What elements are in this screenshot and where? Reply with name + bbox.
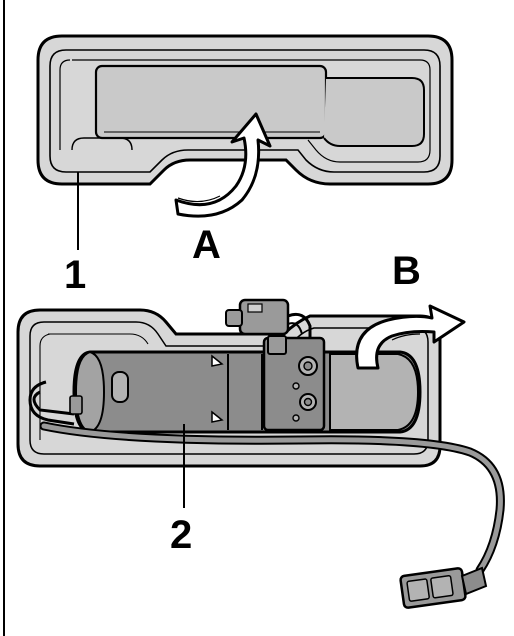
tray-recess-step [323,77,425,147]
tray-recess [94,64,328,140]
tray-inner-rim [49,49,441,173]
valve-bolt-2 [292,414,300,422]
unit-clip-top [211,354,224,367]
valve-bolt-1 [292,382,300,390]
arrow-a-icon [174,112,272,218]
pump-unit-part-2 [28,335,422,434]
left-bracket [28,380,75,426]
unit-end-cap-right [329,353,420,431]
valve-block-cap [267,335,287,355]
connector-plug [225,298,312,342]
step-b-label: B [392,249,421,293]
unit-clip-bottom [211,410,224,423]
callout-1-label: 1 [64,253,86,297]
tray-rim-groove [59,59,431,163]
harness-connector [399,566,488,609]
cable-harness [39,421,505,575]
arrow-b-icon [355,304,466,370]
step-a-label: A [192,223,221,267]
unit-slot [111,371,129,403]
base-inner-rim [29,321,429,455]
left-bracket-clip [69,395,83,415]
tray-corner-notch [71,137,133,151]
base-rim-groove [39,333,149,440]
tray-cover-part-1 [36,34,454,186]
unit-end-cap-left [74,350,106,434]
callout-2-label: 2 [170,513,192,557]
